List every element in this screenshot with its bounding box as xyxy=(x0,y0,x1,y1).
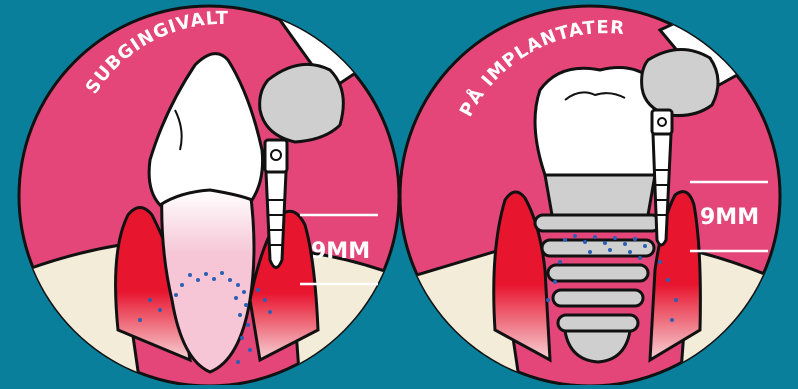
subgingival-panel: 9MM SUBGINGIVALT xyxy=(0,0,420,385)
implant-panel: 9MM PÅ IMPLANTATER xyxy=(400,0,798,385)
left-depth-label: 9MM xyxy=(311,239,370,264)
right-depth-label: 9MM xyxy=(700,205,759,230)
right-implant-abutment xyxy=(545,175,655,215)
